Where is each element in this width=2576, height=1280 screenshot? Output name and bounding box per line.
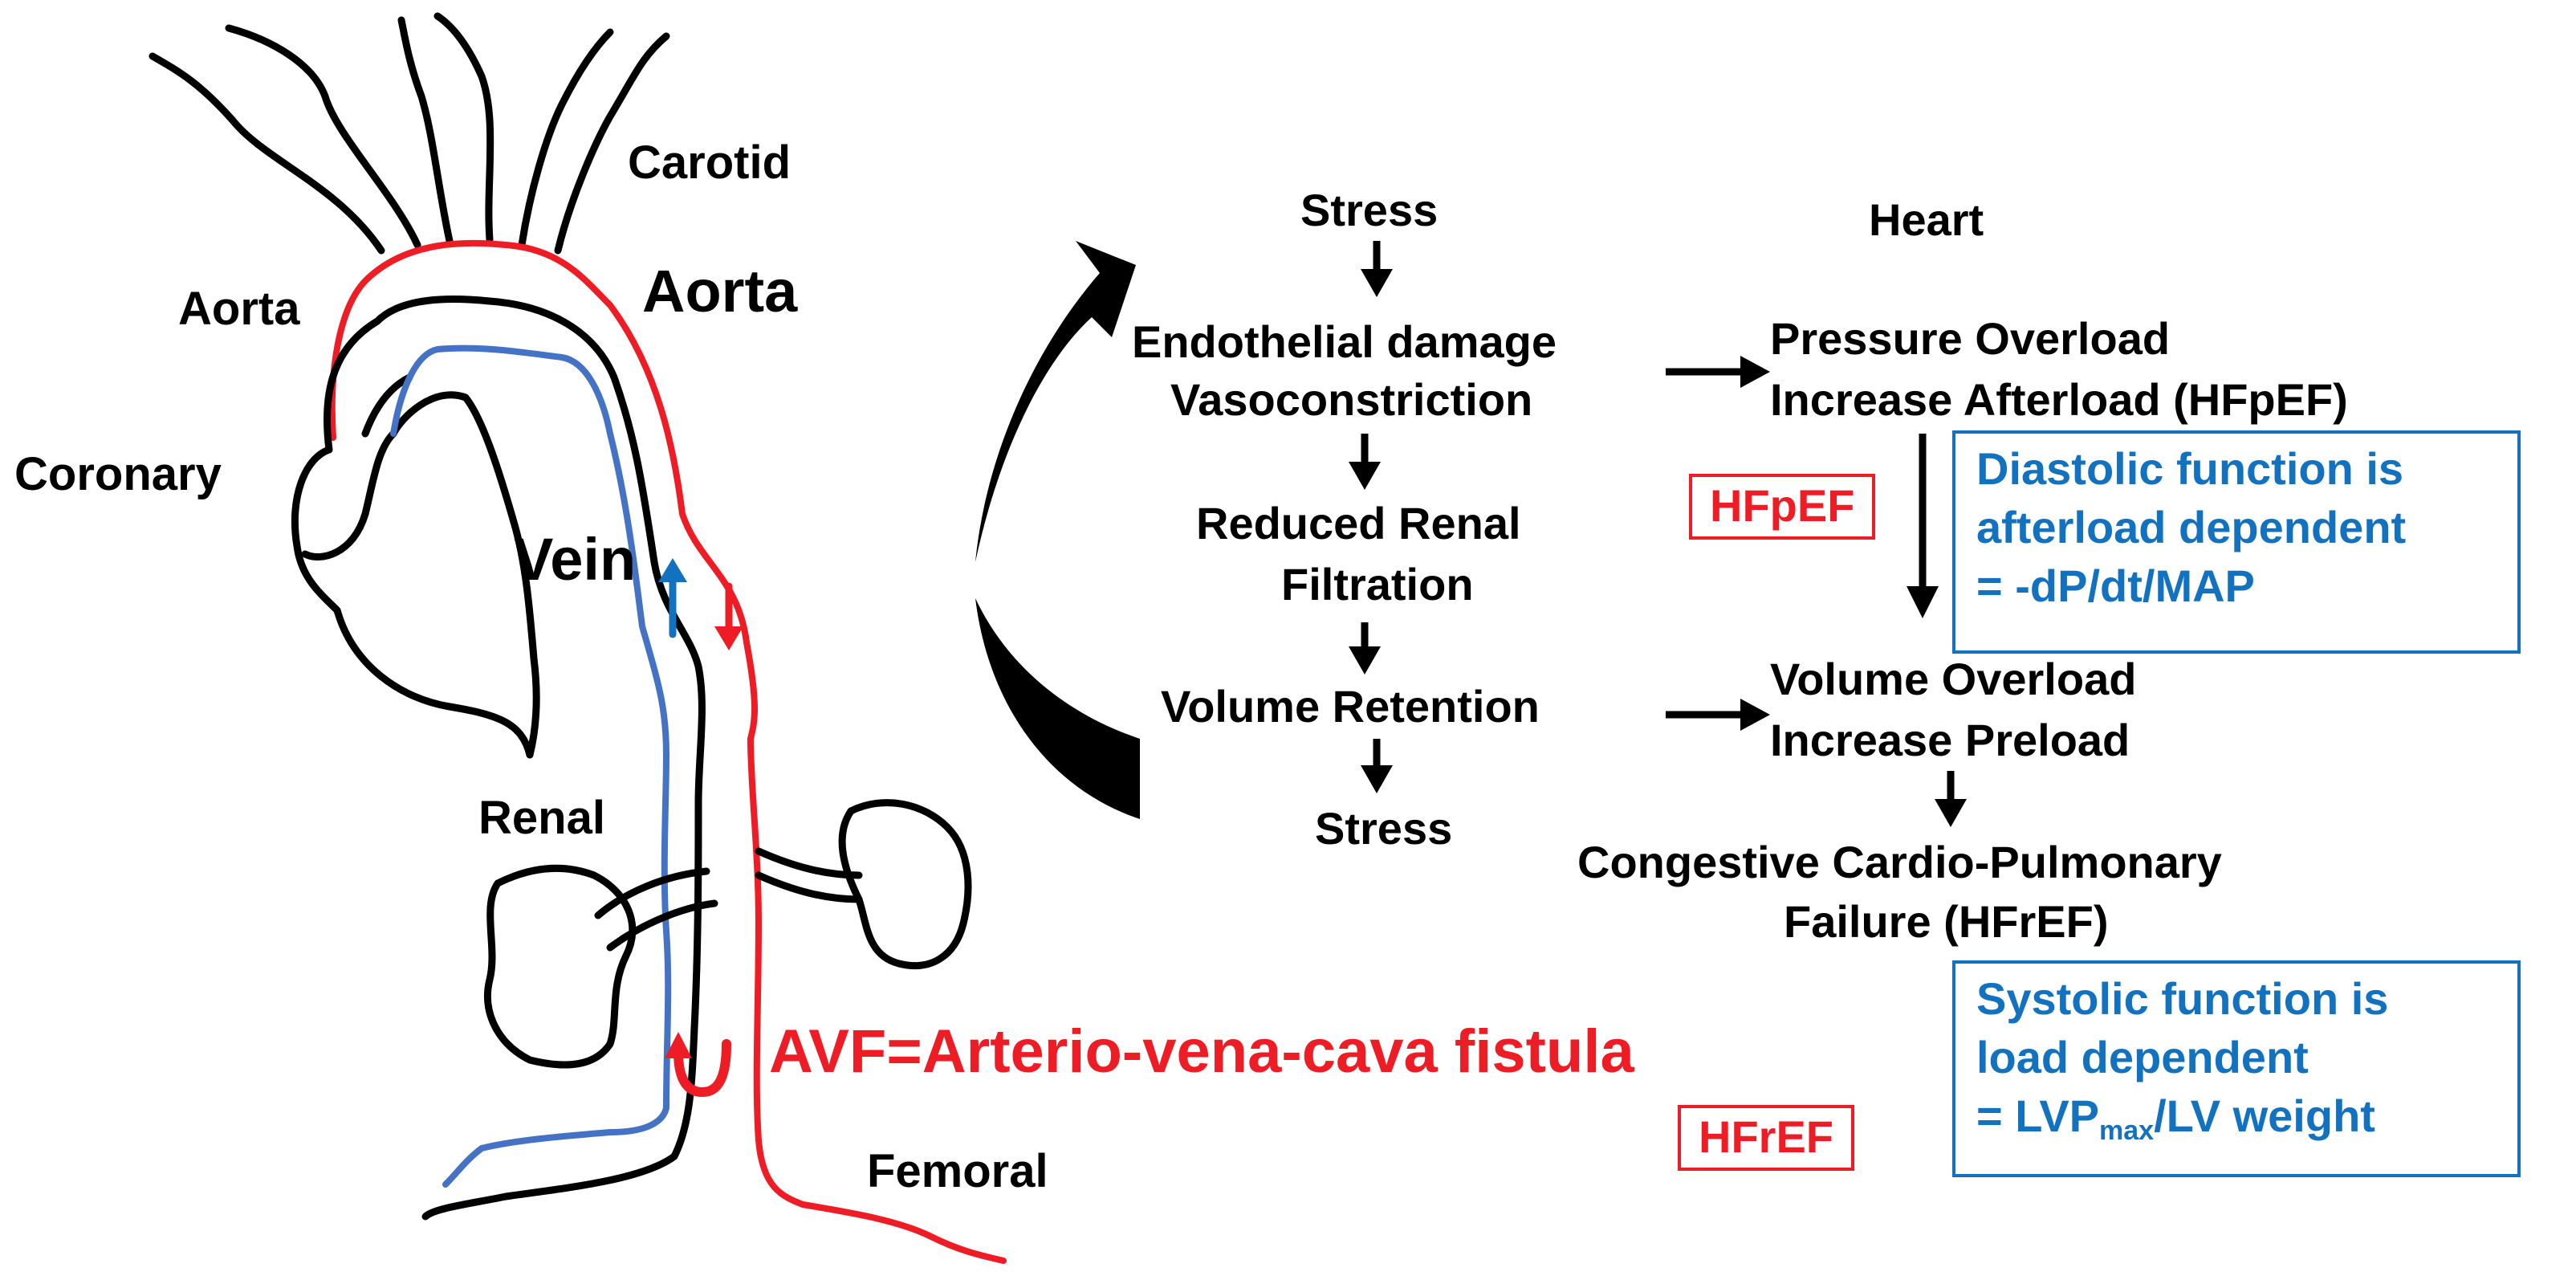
renal-filtration-label-1: Reduced Renal [1196, 498, 1521, 548]
vein-label: Vein [514, 526, 637, 593]
systolic-note-line-3: = LVPmax/LV weight [1976, 1087, 2497, 1148]
systolic-formula-suffix: /LV weight [2154, 1090, 2375, 1141]
cycle-arrow [975, 598, 1140, 819]
aorta-right-label: Aorta [642, 258, 798, 324]
aorta-flow-arrowhead [714, 626, 743, 650]
vasoconstriction-label: Vasoconstriction [1170, 374, 1533, 425]
carotid-label: Carotid [628, 137, 791, 189]
aorta-outer-wall [328, 239, 1007, 1264]
systolic-note-line-2: load dependent [1976, 1031, 2309, 1082]
arrow-volume-to-volume-overload [1666, 699, 1770, 731]
avf-label: AVF=Arterio-vena-cava fistula [769, 1017, 1634, 1086]
arrow-preload-to-ccpf [1935, 771, 1967, 827]
endothelial-label: Endothelial damage [1132, 316, 1557, 367]
volume-retention-label: Volume Retention [1161, 681, 1540, 732]
aorta-left-label: Aorta [178, 283, 300, 335]
pressure-overload-label: Pressure Overload [1770, 313, 2171, 364]
hfpef-tag: HFpEF [1689, 474, 1876, 540]
increase-afterload-label: Increase Afterload (HFpEF) [1770, 374, 2348, 425]
renal-filtration-label-2: Filtration [1281, 559, 1474, 609]
diastolic-note: Diastolic function is afterload dependen… [1952, 430, 2521, 654]
systolic-note-line-1: Systolic function is [1976, 973, 2389, 1024]
systolic-note: Systolic function is load dependent = LV… [1952, 960, 2521, 1177]
renal-label: Renal [478, 792, 605, 844]
ccpf-label-2: Failure (HFrEF) [1784, 896, 2109, 947]
aortic-arch-branches [149, 12, 670, 255]
arrow-endothelial-to-pressure [1666, 356, 1770, 388]
diastolic-note-line-2: afterload dependent [1976, 501, 2407, 552]
hfref-tag: HFrEF [1678, 1105, 1854, 1171]
stress-top-label: Stress [1300, 185, 1439, 235]
avf-uturn-arrow [674, 1039, 731, 1097]
arrow-pressure-to-volume [1907, 434, 1939, 618]
coronary-label: Coronary [14, 448, 222, 500]
volume-overload-label: Volume Overload [1770, 654, 2137, 704]
diastolic-note-line-3: = -dP/dt/MAP [1976, 560, 2255, 611]
arrow-vaso-to-renal [1349, 434, 1381, 490]
arrow-stress-to-endothelial [1361, 241, 1393, 297]
heart-title: Heart [1869, 194, 1984, 245]
stress-bottom-label: Stress [1315, 803, 1453, 854]
avf-uturn-arrowhead [665, 1032, 692, 1058]
increase-preload-label: Increase Preload [1770, 715, 2130, 765]
heart-outline [291, 317, 540, 759]
vena-cava [390, 344, 672, 1188]
arrow-renal-to-volume [1349, 622, 1381, 675]
vein-flow-arrowhead [658, 558, 687, 582]
systolic-formula-sub: max [2099, 1115, 2155, 1146]
arrow-volume-to-stress [1361, 739, 1393, 793]
ccpf-label-1: Congestive Cardio-Pulmonary [1577, 837, 2222, 887]
femoral-label: Femoral [867, 1145, 1048, 1197]
aorta-inner-wall [373, 296, 706, 1221]
diastolic-note-line-1: Diastolic function is [1976, 443, 2404, 494]
systolic-formula-prefix: = LVP [1976, 1090, 2100, 1141]
kidneys [483, 799, 972, 1069]
